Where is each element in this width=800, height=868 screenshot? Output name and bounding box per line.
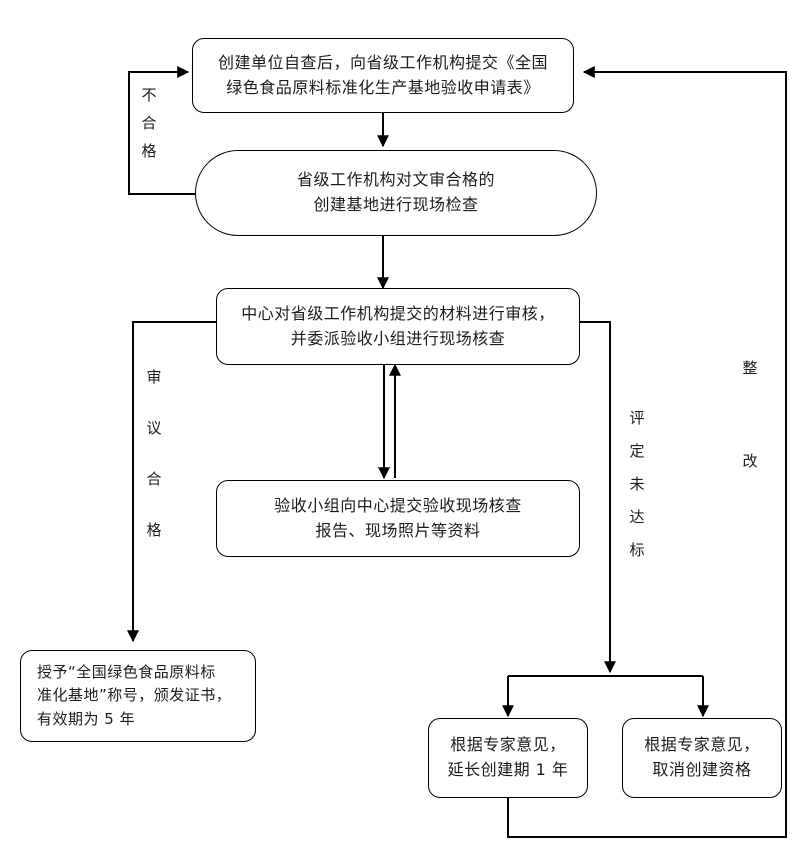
node-center-review-line1: 中心对省级工作机构提交的材料进行审核， bbox=[241, 303, 555, 323]
node-apply-line1: 创建单位自查后，向省级工作机构提交《全国 bbox=[217, 52, 548, 72]
edge-rectify-loop bbox=[507, 66, 787, 838]
node-extend[interactable]: 根据专家意见， 延长创建期 1 年 bbox=[428, 718, 588, 798]
node-center-review[interactable]: 中心对省级工作机构提交的材料进行审核， 并委派验收小组进行现场核查 bbox=[216, 288, 580, 365]
node-cancel-line1: 根据专家意见， bbox=[644, 735, 760, 755]
edge-label-not-meet-standard: 评定未达标 bbox=[629, 409, 645, 559]
node-extend-line1: 根据专家意见， bbox=[450, 735, 566, 755]
node-province-inspect-line2: 创建基地进行现场检查 bbox=[313, 195, 479, 214]
node-province-inspect[interactable]: 省级工作机构对文审合格的 创建基地进行现场检查 bbox=[195, 150, 597, 236]
node-award-line3: 有效期为 5 年 bbox=[37, 709, 136, 728]
edge-label-unqualified: 不合格 bbox=[141, 86, 157, 160]
node-group-submit[interactable]: 验收小组向中心提交验收现场核查 报告、现场照片等资料 bbox=[216, 480, 580, 557]
node-cancel-line2: 取消创建资格 bbox=[652, 760, 752, 779]
node-center-review-line2: 并委派验收小组进行现场核查 bbox=[290, 328, 506, 348]
node-apply[interactable]: 创建单位自查后，向省级工作机构提交《全国 绿色食品原料标准化生产基地验收申请表》 bbox=[192, 38, 574, 113]
edge-unqualified-loop bbox=[128, 66, 195, 195]
edge-review-pass bbox=[127, 321, 216, 643]
node-apply-line2: 绿色食品原料标准化生产基地验收申请表》 bbox=[226, 77, 540, 97]
node-award-line1: 授予“全国绿色食品原料标 bbox=[37, 663, 216, 682]
node-award-line2: 准化基地”称号，颁发证书， bbox=[37, 686, 232, 705]
edge-not-meet-standard bbox=[580, 321, 616, 674]
node-cancel[interactable]: 根据专家意见， 取消创建资格 bbox=[622, 718, 782, 798]
node-province-inspect-line1: 省级工作机构对文审合格的 bbox=[296, 170, 495, 190]
edge-label-review-pass: 审议合格 bbox=[146, 368, 162, 539]
edge-label-rectify: 整改 bbox=[742, 359, 758, 470]
node-extend-line2: 延长创建期 1 年 bbox=[447, 760, 569, 779]
node-award[interactable]: 授予“全国绿色食品原料标 准化基地”称号，颁发证书， 有效期为 5 年 bbox=[20, 650, 256, 742]
node-group-submit-line2: 报告、现场照片等资料 bbox=[315, 520, 481, 540]
node-group-submit-line1: 验收小组向中心提交验收现场核查 bbox=[274, 495, 522, 515]
